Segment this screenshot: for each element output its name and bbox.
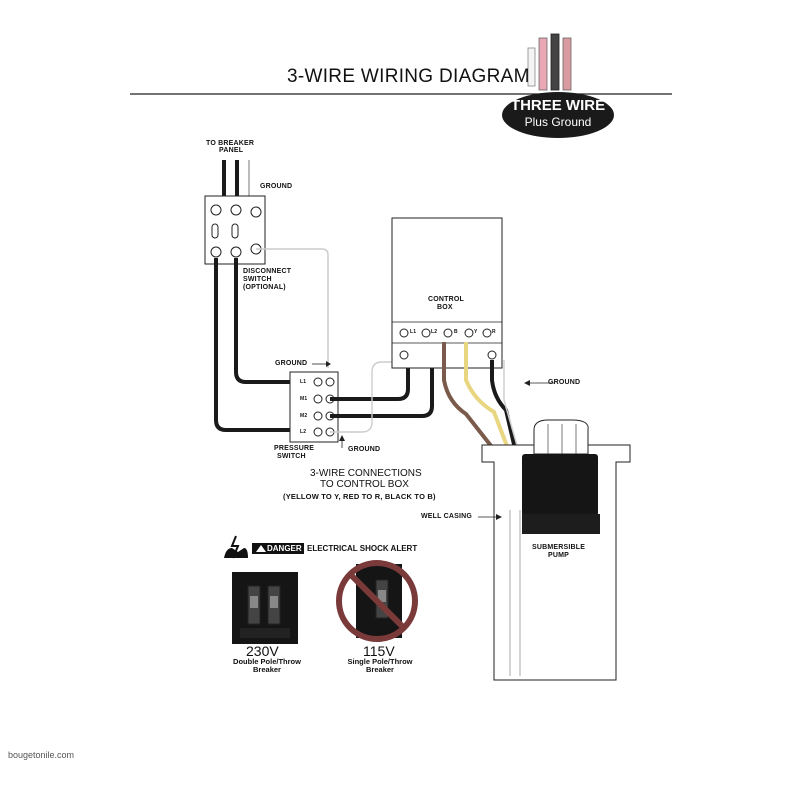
- terminal-l2: L2: [300, 429, 307, 435]
- breaker-230-desc2: Breaker: [253, 665, 281, 674]
- label-connections-3: (YELLOW TO Y, RED TO R, BLACK TO B): [283, 492, 436, 501]
- control-box: [391, 217, 503, 369]
- label-connections-1: 3-WIRE CONNECTIONS: [310, 468, 422, 479]
- ground-wire-control: [330, 361, 396, 433]
- label-ground-bottom: GROUND: [348, 446, 381, 453]
- arrow-head: [339, 435, 345, 441]
- badge-line2: Plus Ground: [524, 115, 592, 129]
- label-pump: PUMP: [548, 552, 570, 559]
- label-ground-right: GROUND: [548, 379, 581, 386]
- submersible-pump: [522, 419, 600, 534]
- danger-text: ELECTRICAL SHOCK ALERT: [307, 544, 418, 553]
- danger-badge: [252, 543, 304, 554]
- control-terminal-y: Y: [474, 329, 478, 335]
- label-to-breaker: TO BREAKER: [206, 140, 255, 147]
- control-terminal-l2: L2: [431, 329, 438, 335]
- arrow-head: [326, 361, 331, 367]
- label-optional: (OPTIONAL): [243, 284, 286, 291]
- arrow-head: [524, 380, 530, 386]
- breaker-115-desc2: Breaker: [366, 665, 394, 674]
- single-pole-breaker-crossed: [336, 560, 418, 642]
- label-submersible: SUBMERSIBLE: [532, 544, 586, 551]
- shock-hazard-icon: [224, 534, 248, 559]
- terminal-l1: L1: [300, 379, 307, 385]
- label-control: CONTROL: [428, 296, 465, 303]
- double-pole-breaker: [232, 572, 298, 644]
- control-terminal-l1: L1: [410, 329, 417, 335]
- voltage-230: 230V: [246, 643, 279, 659]
- disconnect-switch-box: [204, 195, 266, 265]
- terminal-m2: M2: [300, 413, 308, 419]
- control-terminal-b: B: [454, 329, 458, 335]
- control-terminal-r: R: [492, 329, 496, 335]
- label-connections-2: TO CONTROL BOX: [320, 479, 409, 490]
- danger-label: DANGER: [267, 544, 302, 553]
- three-wire-cable-icon: [527, 33, 572, 91]
- pressure-to-control-wires: [330, 340, 434, 418]
- label-panel: PANEL: [219, 147, 244, 154]
- label-well-casing: WELL CASING: [421, 513, 473, 520]
- arrow-head: [496, 514, 502, 520]
- watermark: bougetonile.com: [8, 750, 75, 760]
- label-ground-top: GROUND: [260, 183, 293, 190]
- voltage-115: 115V: [363, 643, 395, 659]
- label-pressure: PRESSURE: [274, 445, 315, 452]
- disconnect-to-pressure-wires: [214, 258, 300, 432]
- label-switch: SWITCH: [243, 276, 272, 283]
- drop-cable-wires: [442, 342, 525, 472]
- label-ground-left: GROUND: [275, 360, 308, 367]
- ground-wire-path: [256, 248, 329, 368]
- label-pressure-switch: SWITCH: [277, 453, 306, 460]
- three-wire-badge: THREE WIRE Plus Ground: [502, 92, 614, 138]
- breaker-230-desc1: Double Pole/Throw: [233, 657, 301, 666]
- badge-line1: THREE WIRE: [510, 97, 606, 114]
- diagram-title: 3-WIRE WIRING DIAGRAM: [287, 66, 530, 87]
- label-disconnect: DISCONNECT: [243, 268, 292, 275]
- breaker-115-desc1: Single Pole/Throw: [347, 657, 413, 666]
- label-box: BOX: [437, 304, 453, 311]
- terminal-m1: M1: [300, 396, 308, 402]
